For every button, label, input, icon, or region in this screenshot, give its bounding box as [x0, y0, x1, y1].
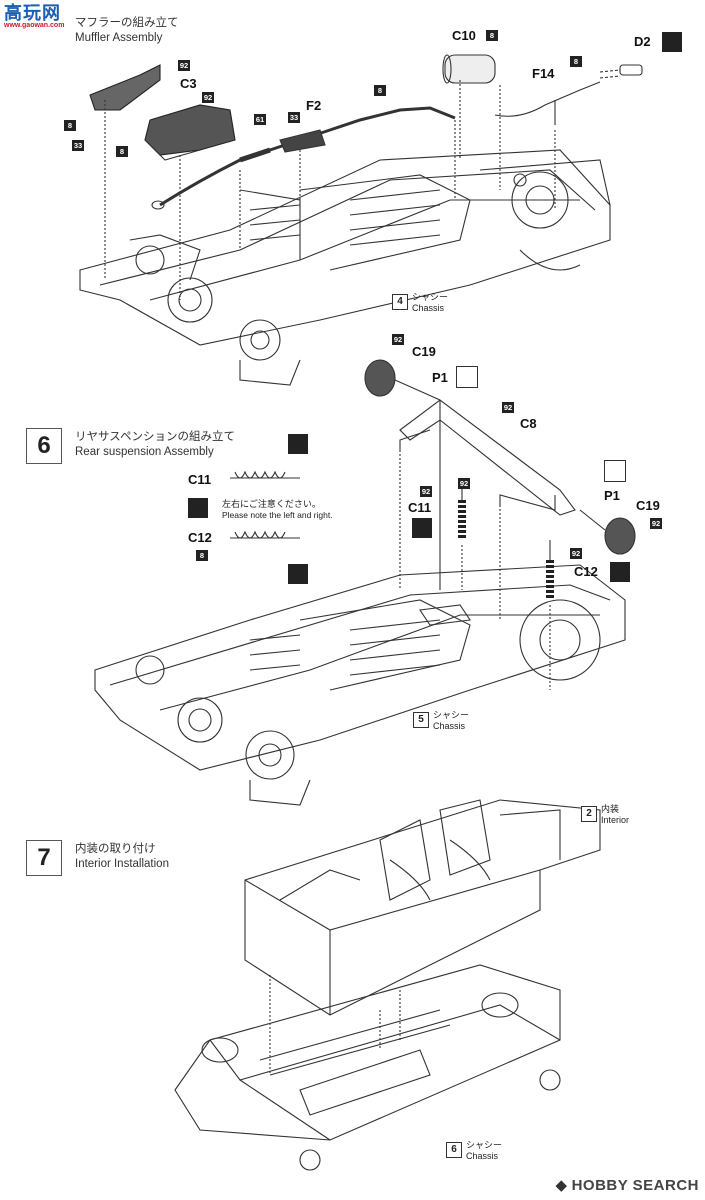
- legend-label-c12: C12: [188, 530, 212, 545]
- watermark-glyphs: 高玩网: [4, 3, 61, 23]
- part-label-c11: C11: [408, 500, 432, 515]
- paint-icon: [288, 564, 308, 584]
- hobby-search-logo-icon: ◆: [555, 1177, 568, 1194]
- part-tag: 8: [116, 146, 128, 157]
- cut-part-icon: [456, 366, 478, 388]
- section-title-ja: リヤサスペンションの組み立て: [75, 431, 235, 443]
- ref-label-en: Chassis: [412, 303, 445, 313]
- ref-label-en: Chassis: [433, 721, 466, 731]
- section-title-ja: 内装の取り付け: [75, 843, 156, 855]
- part-tag: 92: [202, 92, 214, 103]
- note-ja: 左右にご注意ください。: [222, 499, 321, 509]
- part-label-c12: C12: [574, 564, 598, 579]
- ref-label-ja: シャシー: [466, 1140, 503, 1150]
- chassis-drawing-2: [94, 359, 636, 806]
- ref-number: 6: [446, 1142, 462, 1158]
- part-tag: 33: [288, 112, 300, 123]
- section-title-en: Interior Installation: [75, 858, 169, 870]
- glue-icon: [412, 518, 432, 538]
- part-tag: 92: [458, 478, 470, 489]
- part-label-c19: C19: [412, 344, 436, 359]
- part-label-p1: P1: [604, 488, 620, 503]
- part-label-c19: C19: [636, 498, 660, 513]
- ref-label-en: Interior: [601, 815, 630, 825]
- section-muffler-title: マフラーの組み立て Muffler Assembly: [75, 16, 179, 46]
- part-label-c3: C3: [180, 76, 197, 91]
- part-tag: 8: [486, 30, 498, 41]
- left-right-note: 左右にご注意ください。 Please note the left and rig…: [222, 498, 333, 521]
- ref-label-en: Chassis: [466, 1151, 499, 1161]
- part-tag: 33: [72, 140, 84, 151]
- part-tag: 92: [420, 486, 432, 497]
- ref-label-ja: シャシー: [433, 710, 470, 720]
- note-en: Please note the left and right.: [222, 510, 333, 520]
- step-number: 7: [26, 840, 62, 876]
- part-tag: 8: [374, 85, 386, 96]
- paint-icon: [288, 434, 308, 454]
- part-label-d2: D2: [634, 34, 651, 49]
- brand-text: HOBBY SEARCH: [571, 1177, 699, 1194]
- part-tag: 8: [64, 120, 76, 131]
- ref-number: 5: [413, 712, 429, 728]
- glue-icon: [188, 498, 208, 518]
- ref-number: 2: [581, 806, 597, 822]
- chassis-drawing-1: [79, 54, 643, 386]
- part-label-p1: P1: [432, 370, 448, 385]
- part-tag: 8: [570, 56, 582, 67]
- part-tag: 92: [570, 548, 582, 559]
- section-title-ja: マフラーの組み立て: [75, 17, 179, 29]
- part-label-c8: C8: [520, 416, 537, 431]
- ref-label-ja: シャシー: [412, 292, 449, 302]
- legend-label-c11: C11: [188, 472, 212, 487]
- cut-part-icon: [604, 460, 626, 482]
- cut-part-icon: [662, 32, 682, 52]
- part-tag: 92: [502, 402, 514, 413]
- watermark-url: www.gaowan.com: [4, 22, 65, 29]
- section-title-en: Muffler Assembly: [75, 32, 163, 44]
- part-label-f2: F2: [306, 98, 322, 113]
- section-title-en: Rear suspension Assembly: [75, 446, 214, 458]
- section-rear-suspension-title: リヤサスペンションの組み立て Rear suspension Assembly: [75, 430, 235, 460]
- part-tag: 92: [392, 334, 404, 345]
- step-number: 6: [26, 428, 62, 464]
- part-label-f14: F14: [532, 66, 555, 81]
- part-label-c10: C10: [452, 28, 476, 43]
- site-watermark: 高玩网 www.gaowan.com: [4, 4, 64, 38]
- part-tag: 92: [178, 60, 190, 71]
- ref-label-ja: 内装: [601, 804, 620, 814]
- interior-drawing: [174, 799, 601, 1171]
- part-tag: 61: [254, 114, 266, 125]
- hobby-search-brand: ◆HOBBY SEARCH: [556, 1176, 699, 1194]
- ref-number: 4: [392, 294, 408, 310]
- section-interior-title: 内装の取り付け Interior Installation: [75, 842, 169, 872]
- part-tag: 92: [650, 518, 662, 529]
- part-tag: 8: [196, 550, 208, 561]
- glue-icon: [610, 562, 630, 582]
